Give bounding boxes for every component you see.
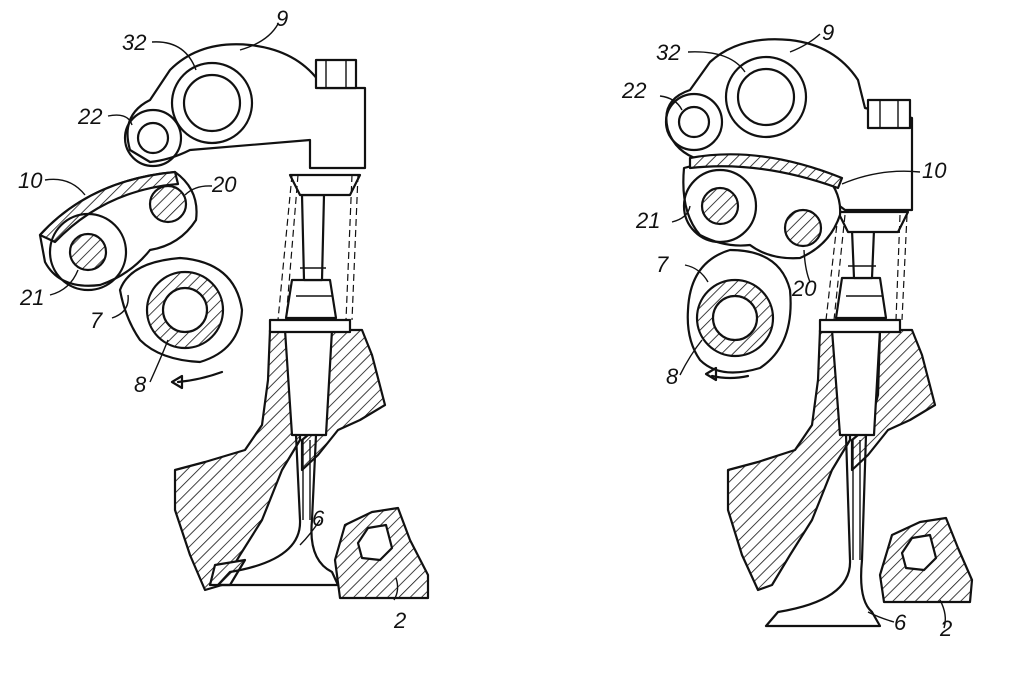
left-label-22: 22 <box>77 104 102 129</box>
left-view: 32 9 22 10 20 21 7 8 6 2 <box>18 6 430 633</box>
right-intermediate-lever <box>682 153 844 260</box>
right-valve <box>764 210 910 628</box>
right-label-9: 9 <box>822 20 834 45</box>
right-label-7: 7 <box>656 252 669 277</box>
right-label-20: 20 <box>791 276 817 301</box>
left-valve <box>216 173 362 587</box>
left-label-2: 2 <box>393 608 406 633</box>
right-label-22: 22 <box>621 78 646 103</box>
left-label-8: 8 <box>134 372 147 397</box>
left-label-6: 6 <box>312 506 325 531</box>
right-label-32: 32 <box>656 40 680 65</box>
left-label-21: 21 <box>19 285 44 310</box>
right-label-2: 2 <box>939 616 952 641</box>
right-label-21: 21 <box>635 208 660 233</box>
left-label-7: 7 <box>90 308 103 333</box>
left-label-20: 20 <box>211 172 237 197</box>
right-label-6: 6 <box>894 610 907 635</box>
left-cam <box>118 256 244 390</box>
left-intermediate-lever <box>38 170 198 292</box>
right-cam <box>686 248 792 382</box>
right-view: 32 9 22 10 21 20 7 8 6 2 <box>621 20 974 641</box>
left-cylinder-head <box>173 328 430 600</box>
right-cylinder-head <box>726 328 974 604</box>
right-rocker-arm <box>664 38 914 212</box>
right-label-8: 8 <box>666 364 679 389</box>
left-label-10: 10 <box>18 168 43 193</box>
left-label-32: 32 <box>122 30 146 55</box>
right-label-10: 10 <box>922 158 947 183</box>
left-label-9: 9 <box>276 6 288 31</box>
left-leaders <box>44 23 399 601</box>
right-leaders <box>659 33 947 629</box>
left-rocker-arm <box>123 43 367 170</box>
